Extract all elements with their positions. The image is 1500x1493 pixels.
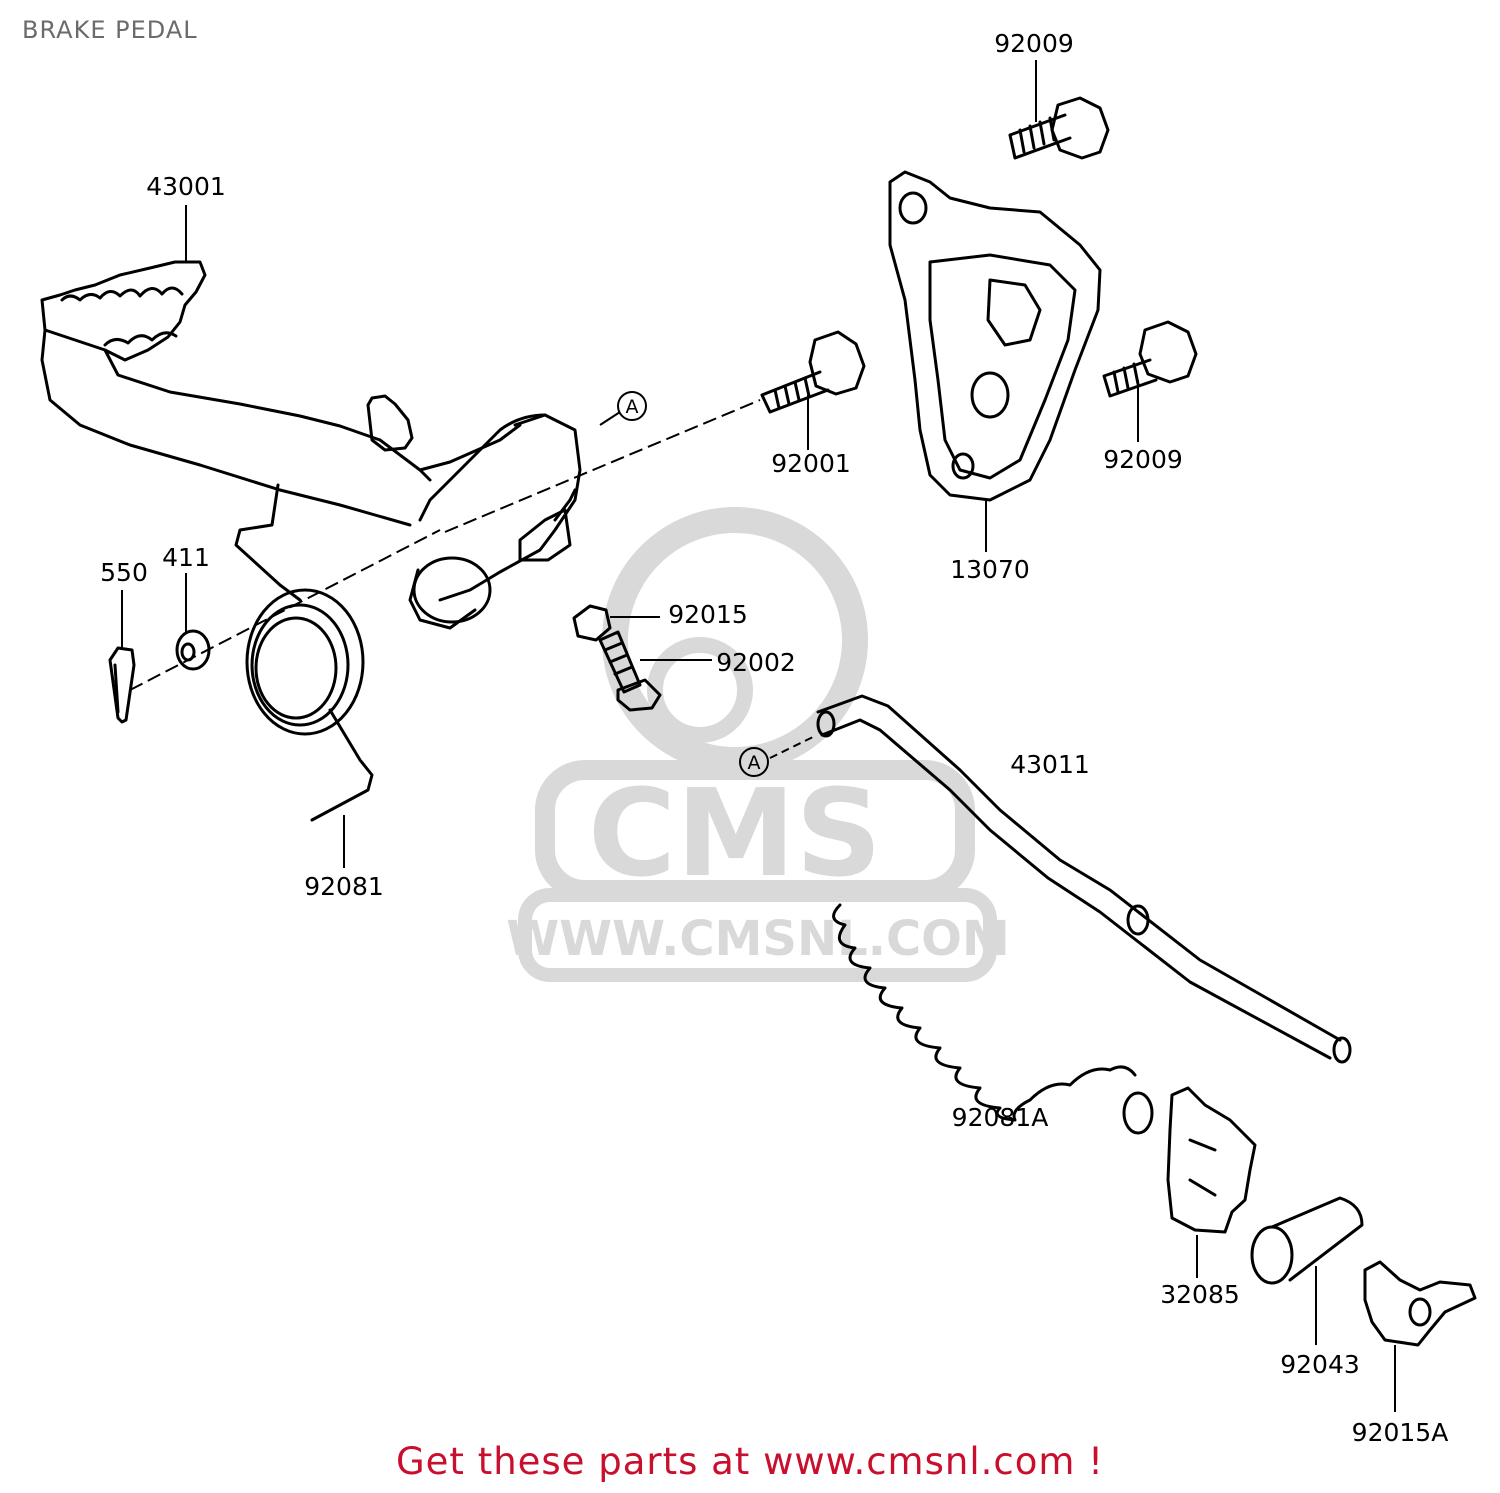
brake-rod-part [816,694,1352,1064]
label-92043: 92043 [1280,1350,1360,1379]
label-550: 550 [100,558,148,587]
ref-marker-a-bottom [739,747,769,777]
label-92009-top: 92009 [994,29,1074,58]
clevis-part [1166,1086,1257,1234]
bolt-top-part [1008,96,1110,160]
leader-lines [121,60,1396,1412]
ref-marker-a-top-label: A [626,396,639,418]
bolt-right-part [1102,320,1198,398]
brake-pedal-part [40,260,582,630]
pivot-bolt-part [760,330,866,414]
watermark-url: WWW.CMSNL.COM [506,911,1010,967]
label-92009-right: 92009 [1103,445,1183,474]
label-92001: 92001 [771,449,851,478]
label-92081: 92081 [304,872,384,901]
torsion-spring-part [234,483,374,822]
adjuster-bolt-part [598,630,662,712]
cotter-pin-part [108,646,136,724]
washer-part [175,629,211,671]
coil-spring-part [832,903,1154,1135]
nut-part [572,604,612,642]
ref-marker-a-top [617,391,647,421]
label-43001: 43001 [146,172,226,201]
label-13070: 13070 [950,555,1030,584]
pin-part [1250,1196,1364,1285]
footer-link-banner[interactable]: Get these parts at www.cmsnl.com ! [0,1440,1500,1483]
label-92002: 92002 [716,648,796,677]
ref-marker-a-bottom-label: A [748,752,761,774]
label-43011: 43011 [1010,750,1090,779]
label-411: 411 [162,543,210,572]
watermark: CMS WWW.CMSNL.COM [506,507,1010,982]
label-32085: 32085 [1160,1280,1240,1309]
wing-nut-part [1363,1260,1477,1347]
footer-link-text[interactable]: Get these parts at www.cmsnl.com ! [395,1440,1104,1483]
label-92081a: 92081A [952,1103,1049,1132]
label-92015a: 92015A [1352,1418,1449,1447]
bracket-part [888,170,1102,502]
label-92015: 92015 [668,600,748,629]
page-title: BRAKE PEDAL [22,16,198,44]
watermark-brand: CMS [588,765,882,904]
